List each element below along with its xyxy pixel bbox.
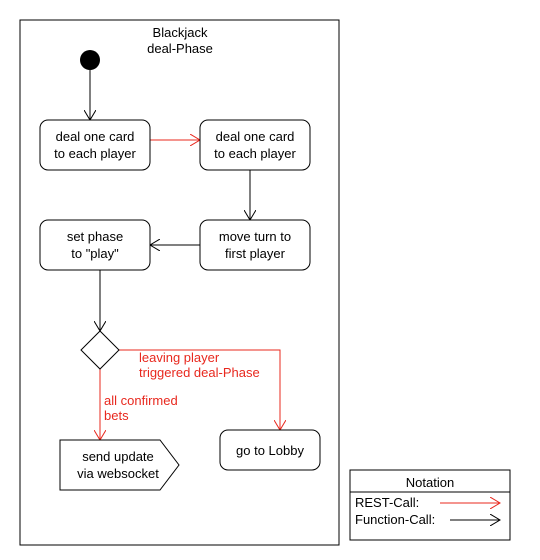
edge-label-leaving-line1: leaving player — [139, 350, 220, 365]
notation-function-call-label: Function-Call: — [355, 512, 435, 527]
diagram-title-line1: Blackjack — [153, 25, 208, 40]
action-label: deal one card — [216, 129, 295, 144]
action-label: go to Lobby — [236, 443, 304, 458]
notation-legend: Notation REST-Call: Function-Call: — [349, 469, 511, 541]
notation-title: Notation — [406, 475, 454, 490]
edge-label-leaving-line2: triggered deal-Phase — [139, 365, 260, 380]
action-set-phase: set phase to "play" — [39, 219, 151, 271]
edge-label-confirmed-line1: all confirmed — [104, 393, 178, 408]
edge-label-confirmed-line2: bets — [104, 408, 129, 423]
action-label: move turn to — [219, 229, 291, 244]
send-signal-send-update: send update via websocket — [59, 439, 180, 491]
action-label: to "play" — [71, 246, 119, 261]
diagram-title-line2: deal-Phase — [147, 41, 213, 56]
action-move-turn: move turn to first player — [199, 219, 311, 271]
action-label: to each player — [214, 146, 296, 161]
initial-node — [80, 50, 100, 70]
action-label: to each player — [54, 146, 136, 161]
edge-decision-to-lobby — [119, 349, 280, 430]
action-label: deal one card — [56, 129, 135, 144]
decision-node — [80, 330, 120, 370]
action-label: set phase — [67, 229, 123, 244]
notation-rest-call-label: REST-Call: — [355, 495, 419, 510]
action-deal-one-card-right: deal one card to each player — [199, 119, 311, 171]
action-label: first player — [225, 246, 286, 261]
action-go-to-lobby: go to Lobby — [219, 429, 321, 471]
action-label: via websocket — [77, 466, 159, 481]
action-deal-one-card-left: deal one card to each player — [39, 119, 151, 171]
action-label: send update — [82, 449, 154, 464]
